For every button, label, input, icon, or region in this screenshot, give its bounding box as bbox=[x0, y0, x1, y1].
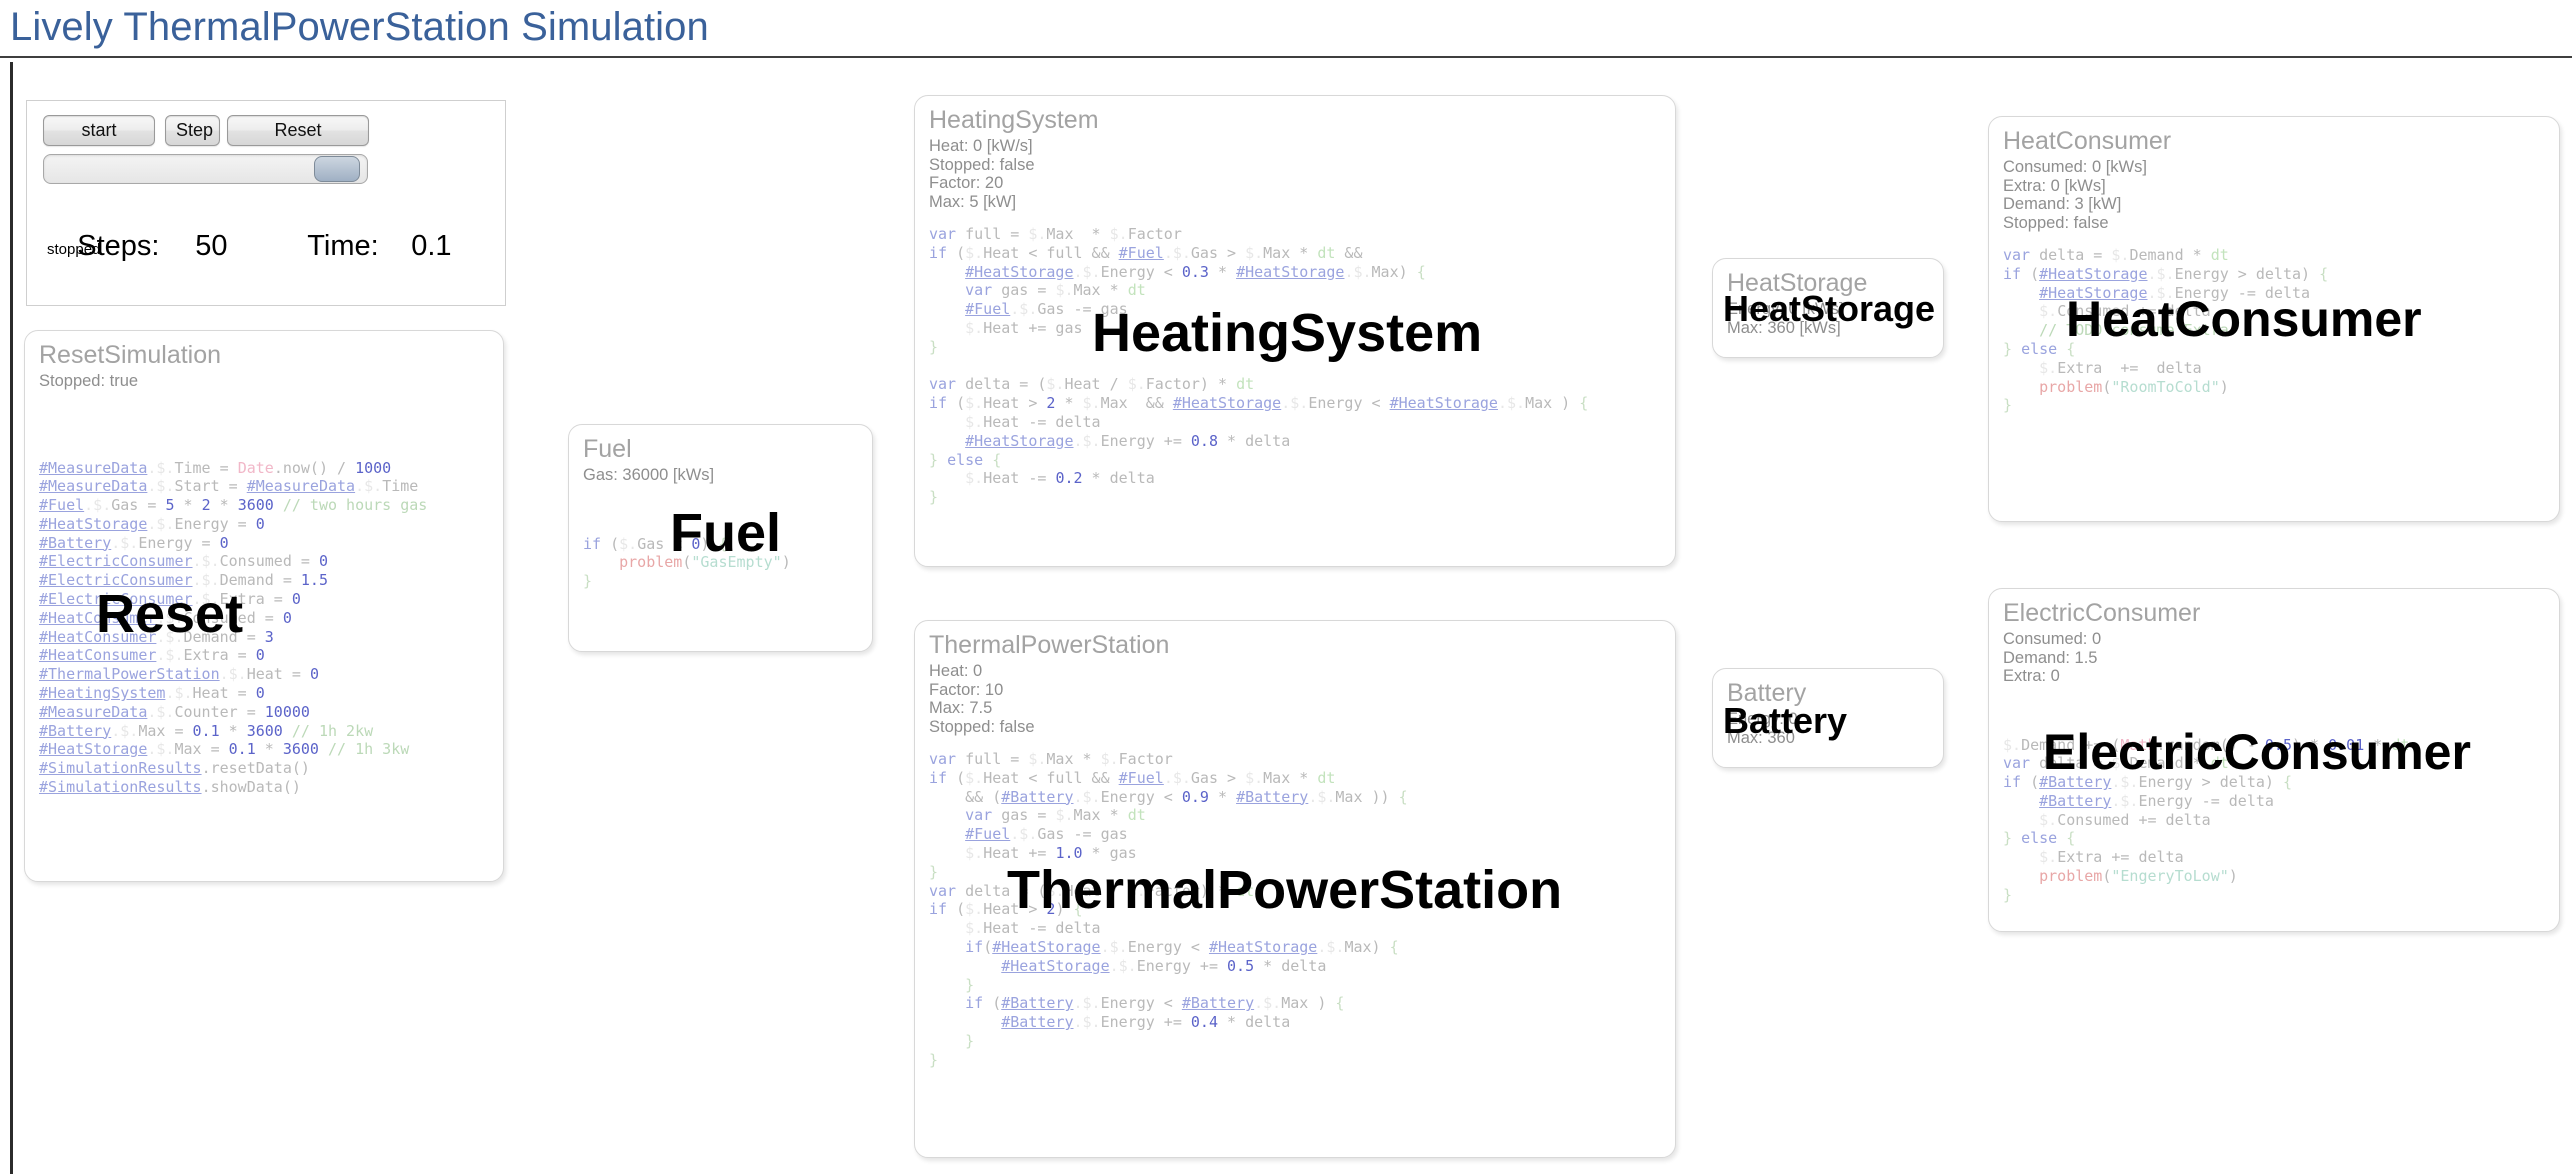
panel-title: HeatStorage bbox=[1727, 269, 1868, 297]
title-divider bbox=[0, 56, 2572, 58]
time-label: Time: bbox=[307, 230, 379, 262]
steps-label: Steps: bbox=[77, 230, 160, 262]
panel-code[interactable]: if ($.Gas < 0) { problem("GasEmpty")} bbox=[583, 534, 791, 591]
panel-heat-consumer[interactable]: HeatConsumer Consumed: 0 [kWs]Extra: 0 [… bbox=[1988, 116, 2560, 522]
speed-slider-knob[interactable] bbox=[314, 156, 360, 182]
reset-button[interactable]: Reset bbox=[227, 115, 369, 146]
panel-properties: Gas: 36000 [kWs] bbox=[583, 466, 715, 484]
panel-title: ThermalPowerStation bbox=[929, 631, 1170, 659]
world-canvas bbox=[10, 62, 2572, 1174]
panel-code[interactable]: #MeasureData.$.Time = Date.now() / 1000#… bbox=[39, 458, 428, 797]
panel-code[interactable]: $.Demand += (Math.random() - 0.5) * 0.01… bbox=[2003, 735, 2410, 904]
page-title: Lively ThermalPowerStation Simulation bbox=[10, 5, 709, 49]
simulation-control-panel: start Step Reset Steps: 50 Time: 0.1 stoppe… bbox=[26, 100, 506, 306]
panel-title: Fuel bbox=[583, 435, 632, 463]
start-button[interactable]: start bbox=[43, 115, 155, 146]
panel-properties: Energy: 0 [kWs]Max: 360 [kWs] bbox=[1727, 300, 1844, 337]
panel-title: Battery bbox=[1727, 679, 1807, 707]
panel-properties: Consumed: 0 [kWs]Extra: 0 [kWs]Demand: 3… bbox=[2003, 158, 2147, 232]
panel-title: ResetSimulation bbox=[39, 341, 222, 369]
panel-fuel[interactable]: Fuel Gas: 36000 [kWs] if ($.Gas < 0) { p… bbox=[568, 424, 873, 652]
simulation-stats: Steps: 50 Time: 0.1 bbox=[45, 197, 452, 296]
steps-value: 50 bbox=[195, 230, 228, 262]
panel-title: HeatingSystem bbox=[929, 106, 1099, 134]
panel-properties: Stopped: true bbox=[39, 372, 139, 390]
status-text: stopped bbox=[47, 241, 101, 258]
panel-reset-simulation[interactable]: ResetSimulation Stopped: true #MeasureDa… bbox=[24, 330, 504, 882]
step-button[interactable]: Step bbox=[165, 115, 220, 146]
panel-title: HeatConsumer bbox=[2003, 127, 2172, 155]
time-value: 0.1 bbox=[411, 230, 452, 262]
panel-heating-system[interactable]: HeatingSystem Heat: 0 [kW/s]Stopped: fal… bbox=[914, 95, 1676, 567]
speed-slider-track[interactable] bbox=[43, 154, 368, 184]
panel-title: ElectricConsumer bbox=[2003, 599, 2201, 627]
panel-heat-storage[interactable]: HeatStorage Energy: 0 [kWs]Max: 360 [kWs… bbox=[1712, 258, 1944, 358]
